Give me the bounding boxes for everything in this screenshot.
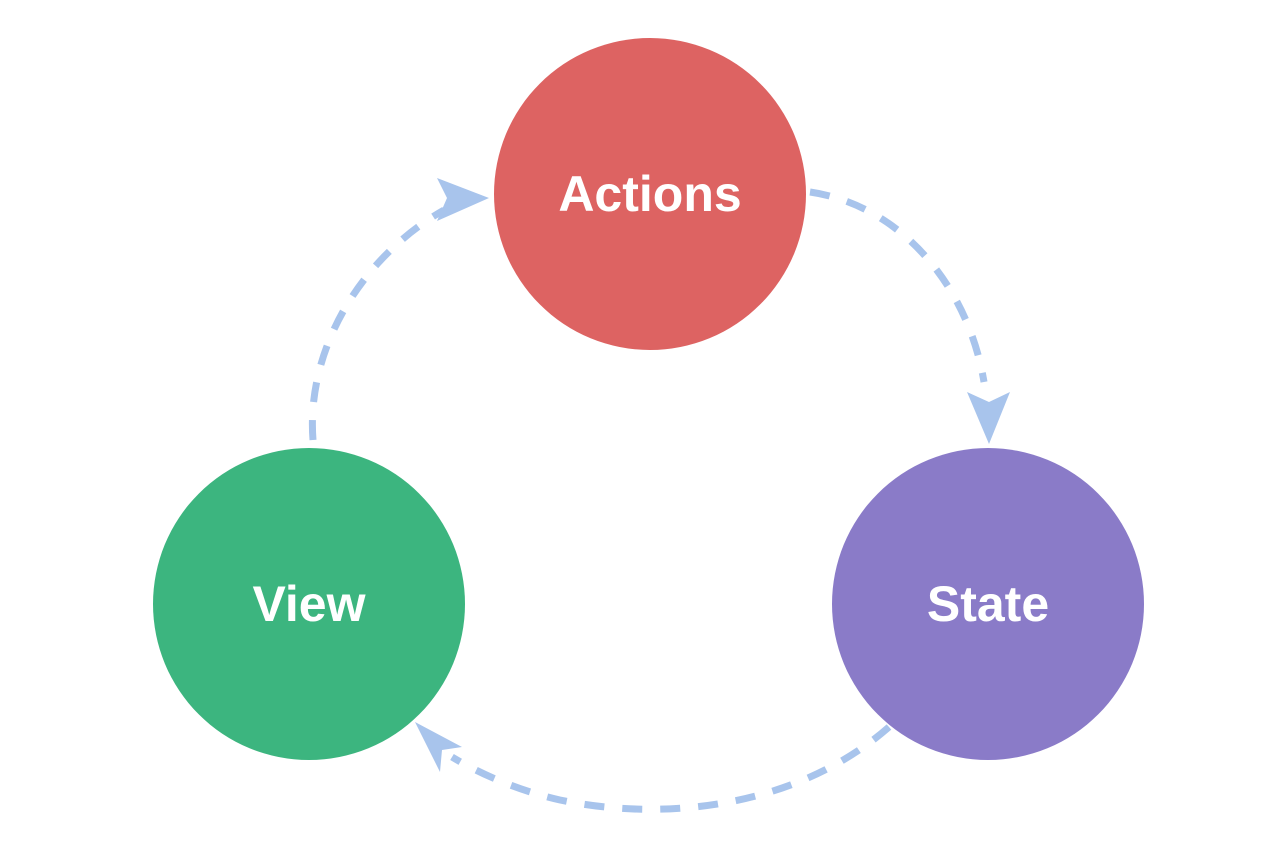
node-view-label: View <box>252 576 366 632</box>
edge-state-to-view-arrowhead <box>415 722 462 772</box>
edge-state-to-view <box>415 722 892 813</box>
node-actions[interactable]: Actions <box>494 38 806 350</box>
node-state[interactable]: State <box>832 448 1144 760</box>
edge-state-to-view-line <box>450 724 892 813</box>
node-state-label: State <box>926 576 1050 632</box>
edge-actions-to-state-arrowhead <box>967 392 1010 444</box>
edge-actions-to-state <box>809 188 1010 444</box>
edge-view-to-actions-line <box>308 206 446 441</box>
node-actions-label: Actions <box>558 166 742 222</box>
node-view[interactable]: View <box>153 448 465 760</box>
edge-view-to-actions-arrowhead <box>437 178 489 221</box>
edge-actions-to-state-line <box>809 188 988 383</box>
edge-view-to-actions <box>308 178 489 441</box>
